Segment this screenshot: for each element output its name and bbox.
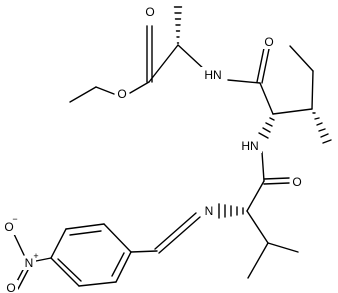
atom-nh1: HN bbox=[204, 68, 221, 82]
bond-ring-inner-1 bbox=[69, 230, 102, 236]
bonds bbox=[13, 6, 332, 290]
atom-nh2: HN bbox=[241, 139, 258, 153]
bond-ring-inner-3 bbox=[111, 252, 125, 277]
bond-nitro-o-bottom-b bbox=[17, 269, 29, 290]
bond-val-alpha-beta bbox=[246, 210, 269, 244]
atom-ester-o2: O bbox=[145, 5, 154, 19]
bond-ch3-ch2 bbox=[69, 86, 97, 103]
atom-amide1-o: O bbox=[264, 35, 273, 49]
bond-ring-nitro bbox=[35, 257, 52, 262]
bond-ring-3 bbox=[50, 228, 67, 259]
bond-amide2-o-double-a bbox=[263, 177, 290, 180]
atom-labels: O O HN O HN O N N + O − O bbox=[2, 4, 304, 293]
bond-ring-inner-2 bbox=[57, 258, 82, 282]
bond-val-beta-gamma1 bbox=[247, 242, 269, 279]
hashed-bond-ala-methyl bbox=[173, 6, 183, 44]
charge-nitro-n: + bbox=[33, 251, 38, 261]
bond-ring-6 bbox=[115, 251, 132, 283]
atom-nitro-o-top: O bbox=[4, 220, 13, 234]
bond-ring-5 bbox=[78, 281, 117, 287]
bond-amide1-o-double-b bbox=[261, 48, 270, 84]
atom-ester-o1: O bbox=[117, 87, 126, 101]
charge-nitro-o-top: − bbox=[12, 214, 17, 224]
bond-ile-alpha-beta bbox=[272, 108, 313, 115]
bond-amide1-o-double-a bbox=[256, 47, 265, 83]
bond-ring-1 bbox=[103, 223, 132, 253]
bond-ile-beta-gamma bbox=[311, 70, 314, 110]
bond-amide2-val-alpha bbox=[246, 180, 265, 212]
bond-ile-gamma-delta bbox=[289, 45, 314, 72]
bond-carbonyl-alpha bbox=[148, 44, 179, 83]
bond-ch2-o bbox=[95, 86, 115, 95]
bond-nh1-amide1 bbox=[227, 79, 261, 84]
bond-imine-double-a bbox=[154, 212, 197, 250]
bond-imine-aryl bbox=[130, 250, 158, 253]
bond-ring-2 bbox=[65, 223, 105, 230]
bond-val-beta-gamma2 bbox=[267, 242, 299, 253]
hashed-bond-ile-methyl bbox=[312, 112, 332, 144]
bond-ring-4 bbox=[50, 257, 80, 287]
bond-imine-double-b bbox=[158, 216, 201, 254]
bond-nitro-o-top bbox=[13, 233, 25, 256]
bond-o-carbonyl bbox=[129, 81, 150, 94]
hashed-bond-val-imine bbox=[218, 203, 244, 219]
bond-nh2-amide2 bbox=[261, 151, 265, 182]
hashed-bond-ile-nh2 bbox=[258, 117, 275, 139]
bond-amide1-ile-alpha bbox=[259, 82, 274, 115]
atom-nitro-n: N bbox=[25, 256, 34, 270]
atom-amide2-o: O bbox=[292, 175, 301, 189]
bond-amide2-o-double-b bbox=[263, 182, 290, 185]
bond-alpha-nh1 bbox=[177, 44, 206, 71]
atom-imine-n: N bbox=[205, 204, 214, 218]
atom-nitro-o-bottom: O bbox=[6, 281, 15, 293]
